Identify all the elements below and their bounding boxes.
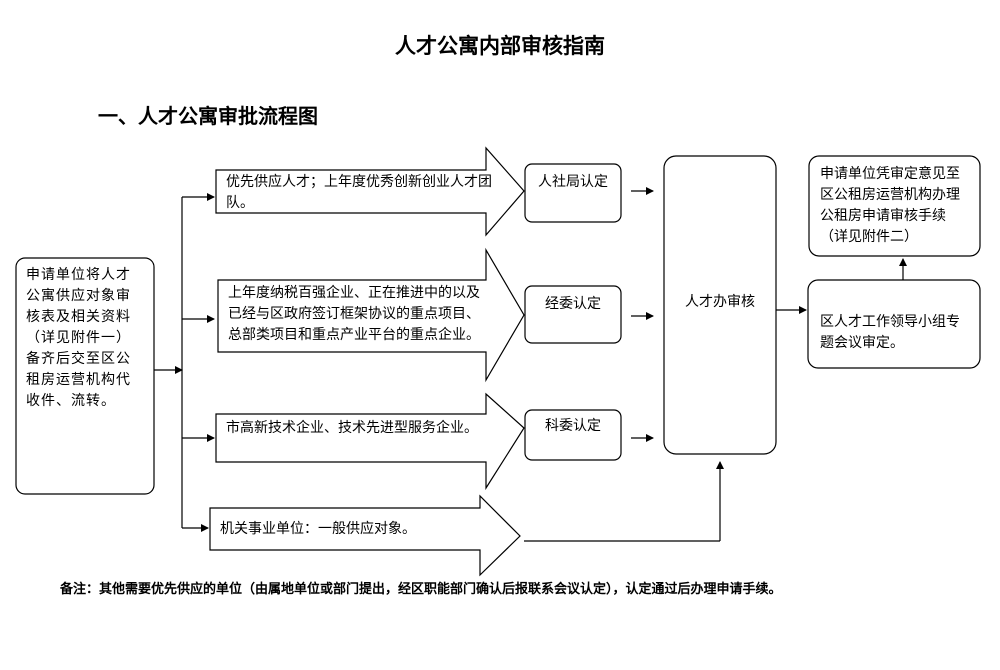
cert-1-text: 人社局认定 [538, 174, 608, 190]
category-2-text: 上年度纳税百强企业、正在推进中的以及已经与区政府签订框架协议的重点项目、总部类项… [228, 285, 480, 343]
meeting-box-shape [807, 279, 981, 369]
category-arrow-1-shape [215, 146, 525, 237]
category-1-text: 优先供应人才；上年度优秀创新创业人才团队。 [226, 174, 492, 211]
category-3-text: 市高新技术企业、技术先进型服务企业。 [226, 420, 478, 436]
final-box-shape [808, 155, 981, 257]
section-title: 一、人才公寓审批流程图 [98, 104, 318, 128]
start-box-text: 申请单位将人才公寓供应对象审核表及相关资料（详见附件一）备齐后交至区公租房运营机… [26, 267, 131, 409]
meeting-box-text: 区人才工作领导小组专题会议审定。 [820, 314, 960, 351]
category-arrow-2-shape [217, 247, 525, 383]
cert-2-text: 经委认定 [545, 296, 601, 312]
category-arrow-4-shape [209, 494, 521, 577]
cert-3-text: 科委认定 [545, 418, 601, 434]
category-4-text: 机关事业单位：一般供应对象。 [220, 521, 416, 537]
review-box-shape [663, 155, 777, 455]
cert-box-1-shape [524, 163, 622, 223]
cert-box-3-shape [524, 409, 622, 461]
cert-box-2-shape [524, 285, 622, 344]
final-box-text: 申请单位凭审定意见至区公租房运营机构办理公租房申请审核手续（详见附件二） [820, 166, 960, 245]
page-title: 人才公寓内部审核指南 [395, 33, 605, 58]
start-box-shape [15, 257, 155, 495]
review-box-text: 人才办审核 [685, 294, 755, 310]
footnote: 备注：其他需要优先供应的单位（由属地单位或部门提出，经区职能部门确认后报联系会议… [60, 582, 782, 597]
category-arrow-3-shape [215, 392, 525, 491]
